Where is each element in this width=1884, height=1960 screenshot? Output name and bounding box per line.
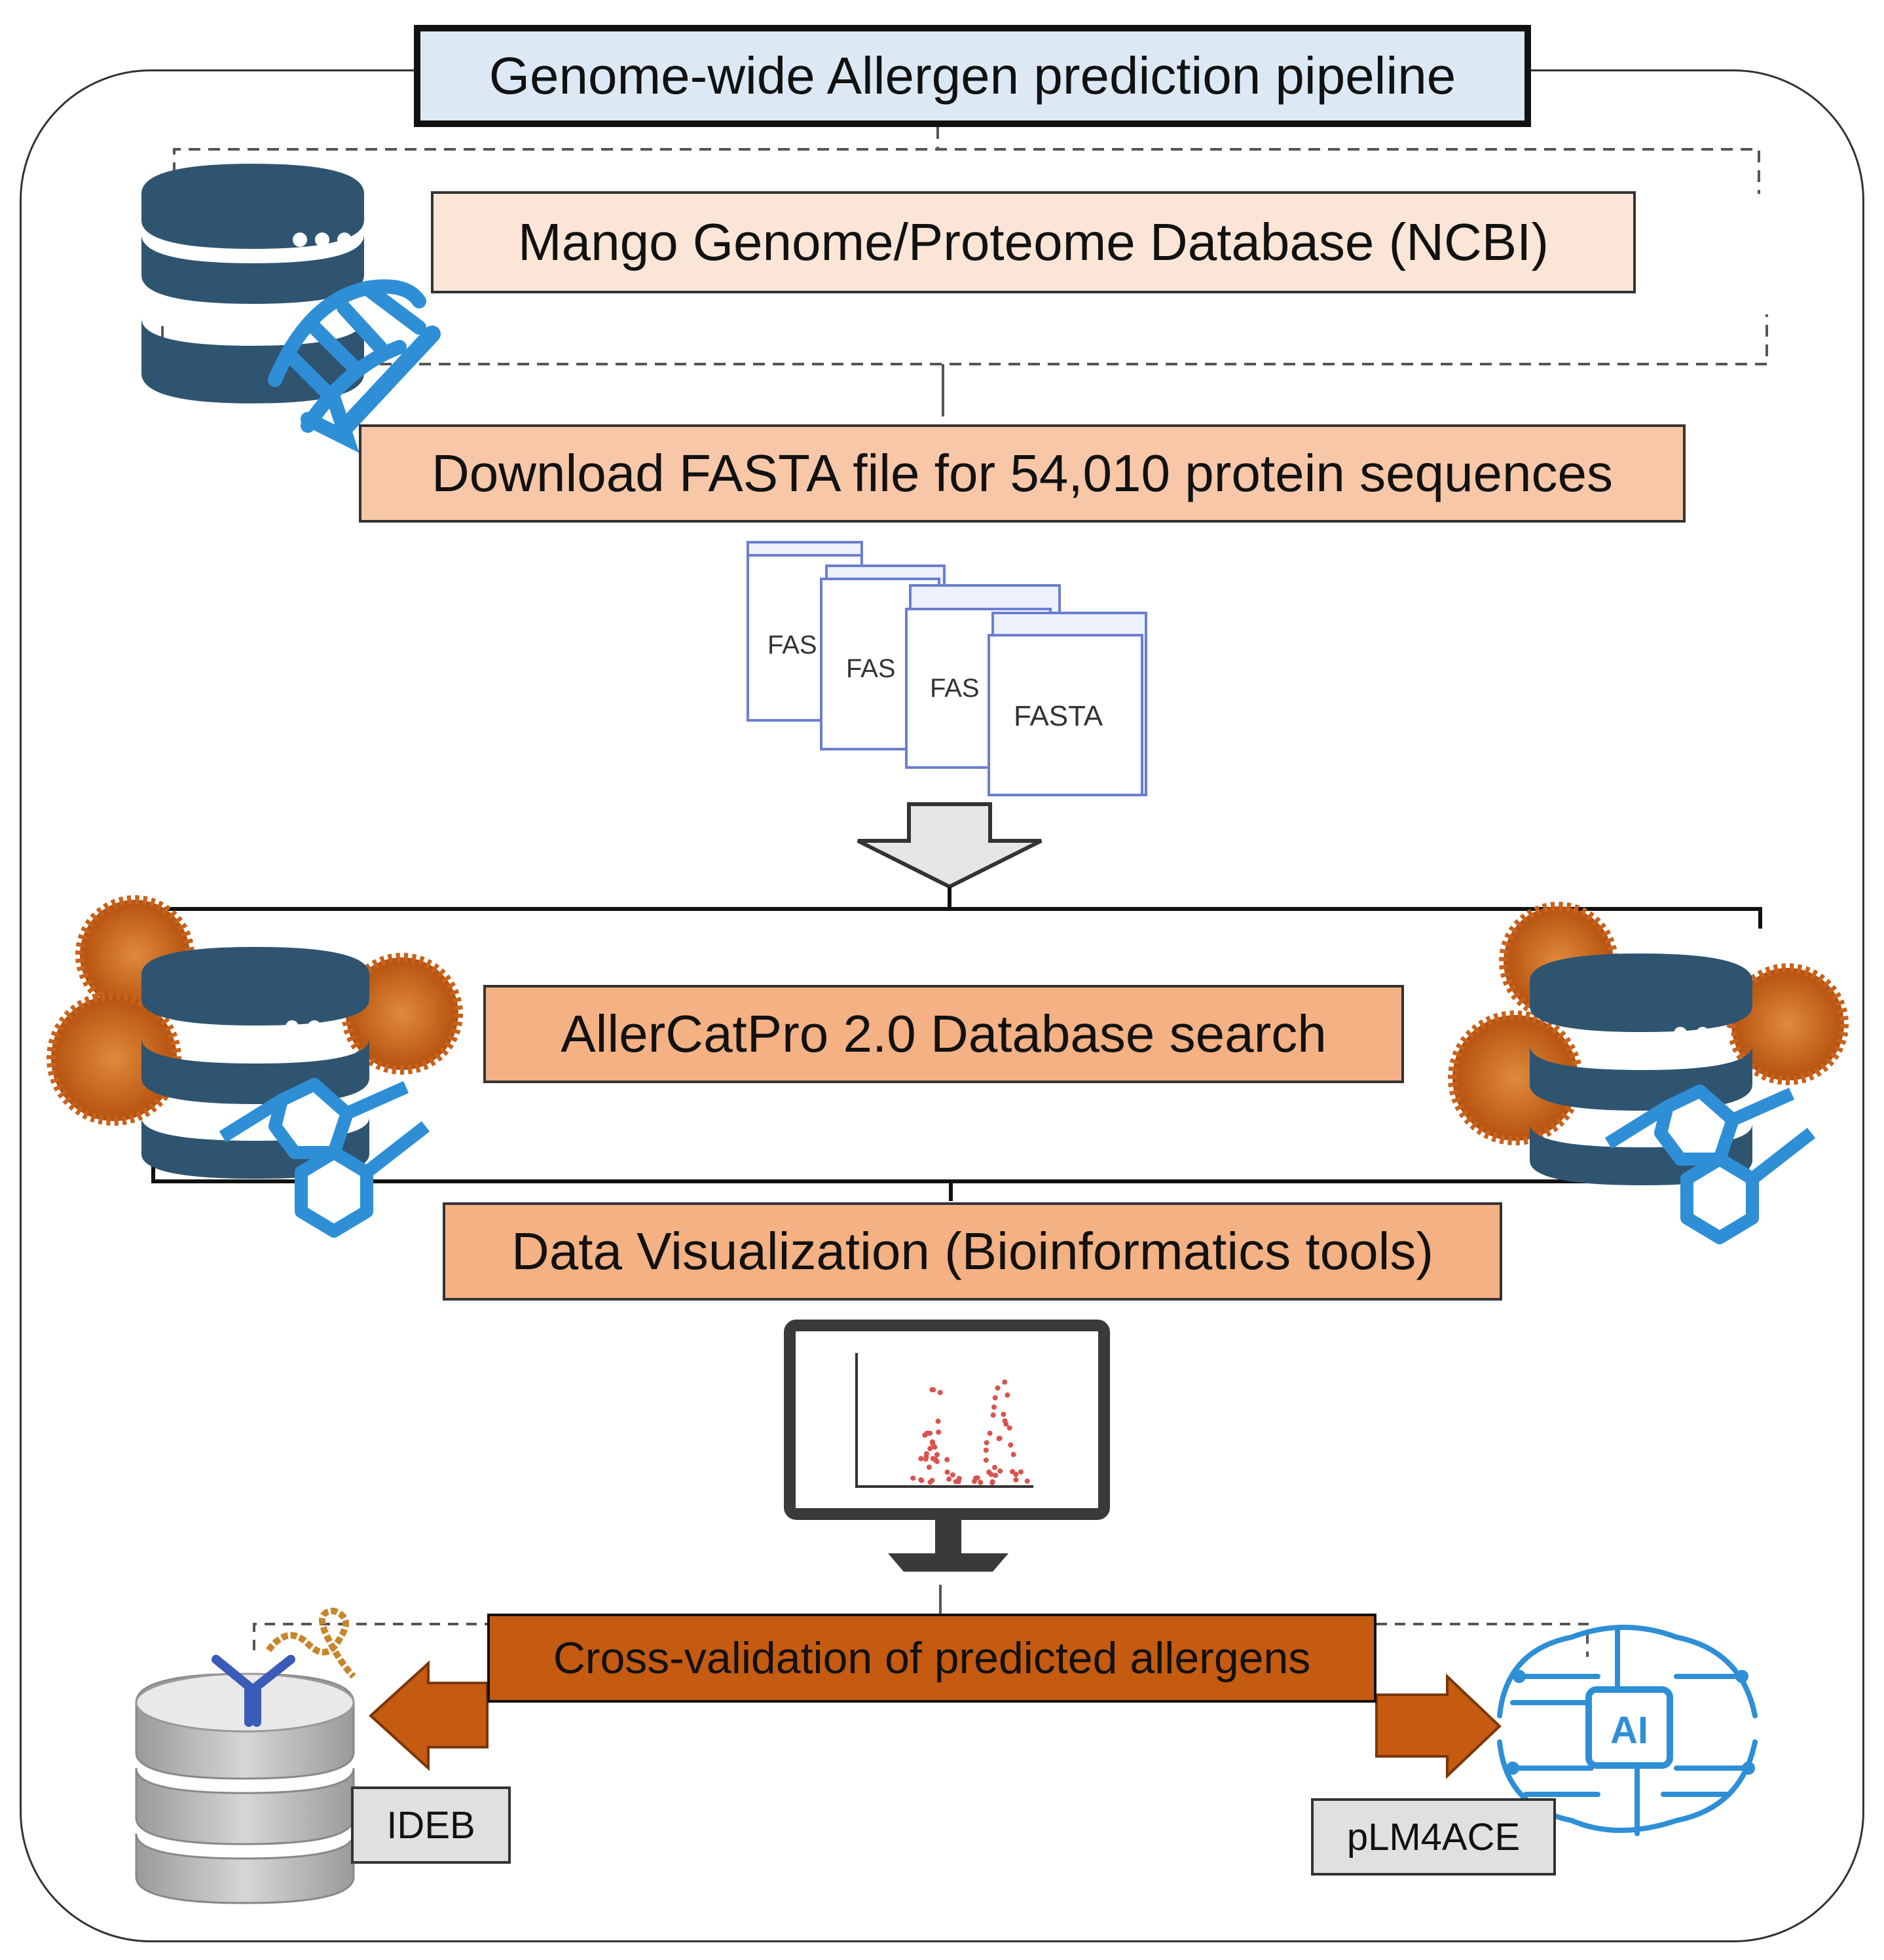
- scatter-dot: [1010, 1452, 1016, 1458]
- cross-validation-dashed-bracket: [253, 1623, 1589, 1657]
- scatter-dot: [990, 1412, 996, 1418]
- scatter-dot: [927, 1479, 933, 1485]
- molecule-icon-right: [1604, 1084, 1816, 1244]
- scatter-dot: [927, 1446, 933, 1451]
- scatter-dot: [988, 1471, 994, 1477]
- scatter-dot: [931, 1387, 936, 1393]
- scatter-dot: [937, 1390, 943, 1396]
- scatter-dot: [930, 1456, 936, 1462]
- scatter-dot: [1002, 1379, 1008, 1385]
- step-cross-validation: Cross-validation of predicted allergens: [487, 1614, 1376, 1703]
- scatter-dot: [992, 1464, 997, 1470]
- scatter-dot: [923, 1454, 929, 1460]
- scatter-dot: [1002, 1418, 1008, 1424]
- scatter-dot: [983, 1457, 989, 1463]
- scatter-dot: [992, 1395, 998, 1401]
- tool-plm4ace-label: pLM4ACE: [1311, 1798, 1556, 1876]
- molecule-icon-left: [219, 1078, 430, 1238]
- step-ncbi-database: Mango Genome/Proteome Database (NCBI): [431, 191, 1636, 293]
- antibody-icon: [212, 1655, 295, 1727]
- step-allercatpro-search: AllerCatPro 2.0 Database search: [483, 985, 1404, 1083]
- scatter-dot: [934, 1452, 940, 1458]
- scatter-dot: [918, 1456, 924, 1462]
- scatter-dot: [910, 1475, 916, 1481]
- scatter-dot: [929, 1439, 935, 1445]
- pipeline-title: Genome-wide Allergen prediction pipeline: [414, 25, 1531, 127]
- scatter-dot: [1008, 1442, 1014, 1448]
- scatter-dot: [984, 1440, 989, 1446]
- scatter-dot: [1013, 1471, 1019, 1477]
- right-arrow-icon: [1375, 1673, 1502, 1779]
- scatter-dot: [926, 1464, 932, 1470]
- scatter-dot: [936, 1429, 942, 1435]
- scatter-dot: [932, 1444, 938, 1450]
- step-download-fasta: Download FASTA file for 54,010 protein s…: [359, 424, 1686, 523]
- step-data-visualization: Data Visualization (Bioinformatics tools…: [443, 1202, 1502, 1301]
- scatter-dot: [995, 1385, 1001, 1391]
- tool-ideb-label: IDEB: [351, 1786, 511, 1864]
- ai-brain-icon: [1497, 1625, 1758, 1836]
- scatter-dot: [1024, 1478, 1030, 1484]
- scatter-dot: [944, 1457, 950, 1462]
- scatter-dot: [997, 1435, 1003, 1441]
- scatter-dot: [978, 1479, 984, 1485]
- scatter-dot: [950, 1472, 955, 1478]
- scatter-dot: [935, 1418, 941, 1424]
- scatter-dot: [997, 1468, 1003, 1474]
- allergen-chain-icon: [266, 1607, 356, 1679]
- scatter-dot: [1013, 1477, 1019, 1483]
- scatter-plot: [910, 1379, 1030, 1485]
- scatter-dot: [1001, 1411, 1007, 1417]
- scatter-dot: [944, 1470, 950, 1475]
- scatter-dot: [1007, 1425, 1012, 1431]
- scatter-dot: [1010, 1469, 1015, 1475]
- scatter-dot: [1018, 1469, 1024, 1475]
- scatter-dot: [918, 1477, 924, 1483]
- scatter-dot: [983, 1447, 989, 1453]
- scatter-dot: [1005, 1392, 1010, 1398]
- ideb-database-icon: [135, 1673, 355, 1904]
- down-arrow-icon: [857, 802, 1043, 889]
- fasta-label-1: FAS: [767, 631, 817, 659]
- fasta-file-stack: [747, 541, 1147, 796]
- scatter-dot: [955, 1479, 961, 1485]
- ai-badge-label: AI: [1610, 1709, 1648, 1752]
- scatter-dot: [973, 1475, 978, 1481]
- scatter-dot: [989, 1479, 995, 1485]
- scatter-dot: [987, 1430, 993, 1436]
- scatter-dot: [991, 1404, 997, 1410]
- monitor-icon: [784, 1320, 1110, 1572]
- fasta-label-2: FAS: [846, 654, 896, 683]
- scatter-dot: [927, 1430, 933, 1436]
- fasta-label-4: FASTA: [1014, 700, 1103, 732]
- left-arrow-icon: [369, 1660, 489, 1771]
- scatter-dot: [946, 1476, 952, 1482]
- fasta-label-3: FAS: [930, 674, 980, 703]
- scatter-dot: [993, 1472, 999, 1478]
- ncbi-database-icon: [141, 164, 364, 403]
- dna-icon: [268, 279, 441, 453]
